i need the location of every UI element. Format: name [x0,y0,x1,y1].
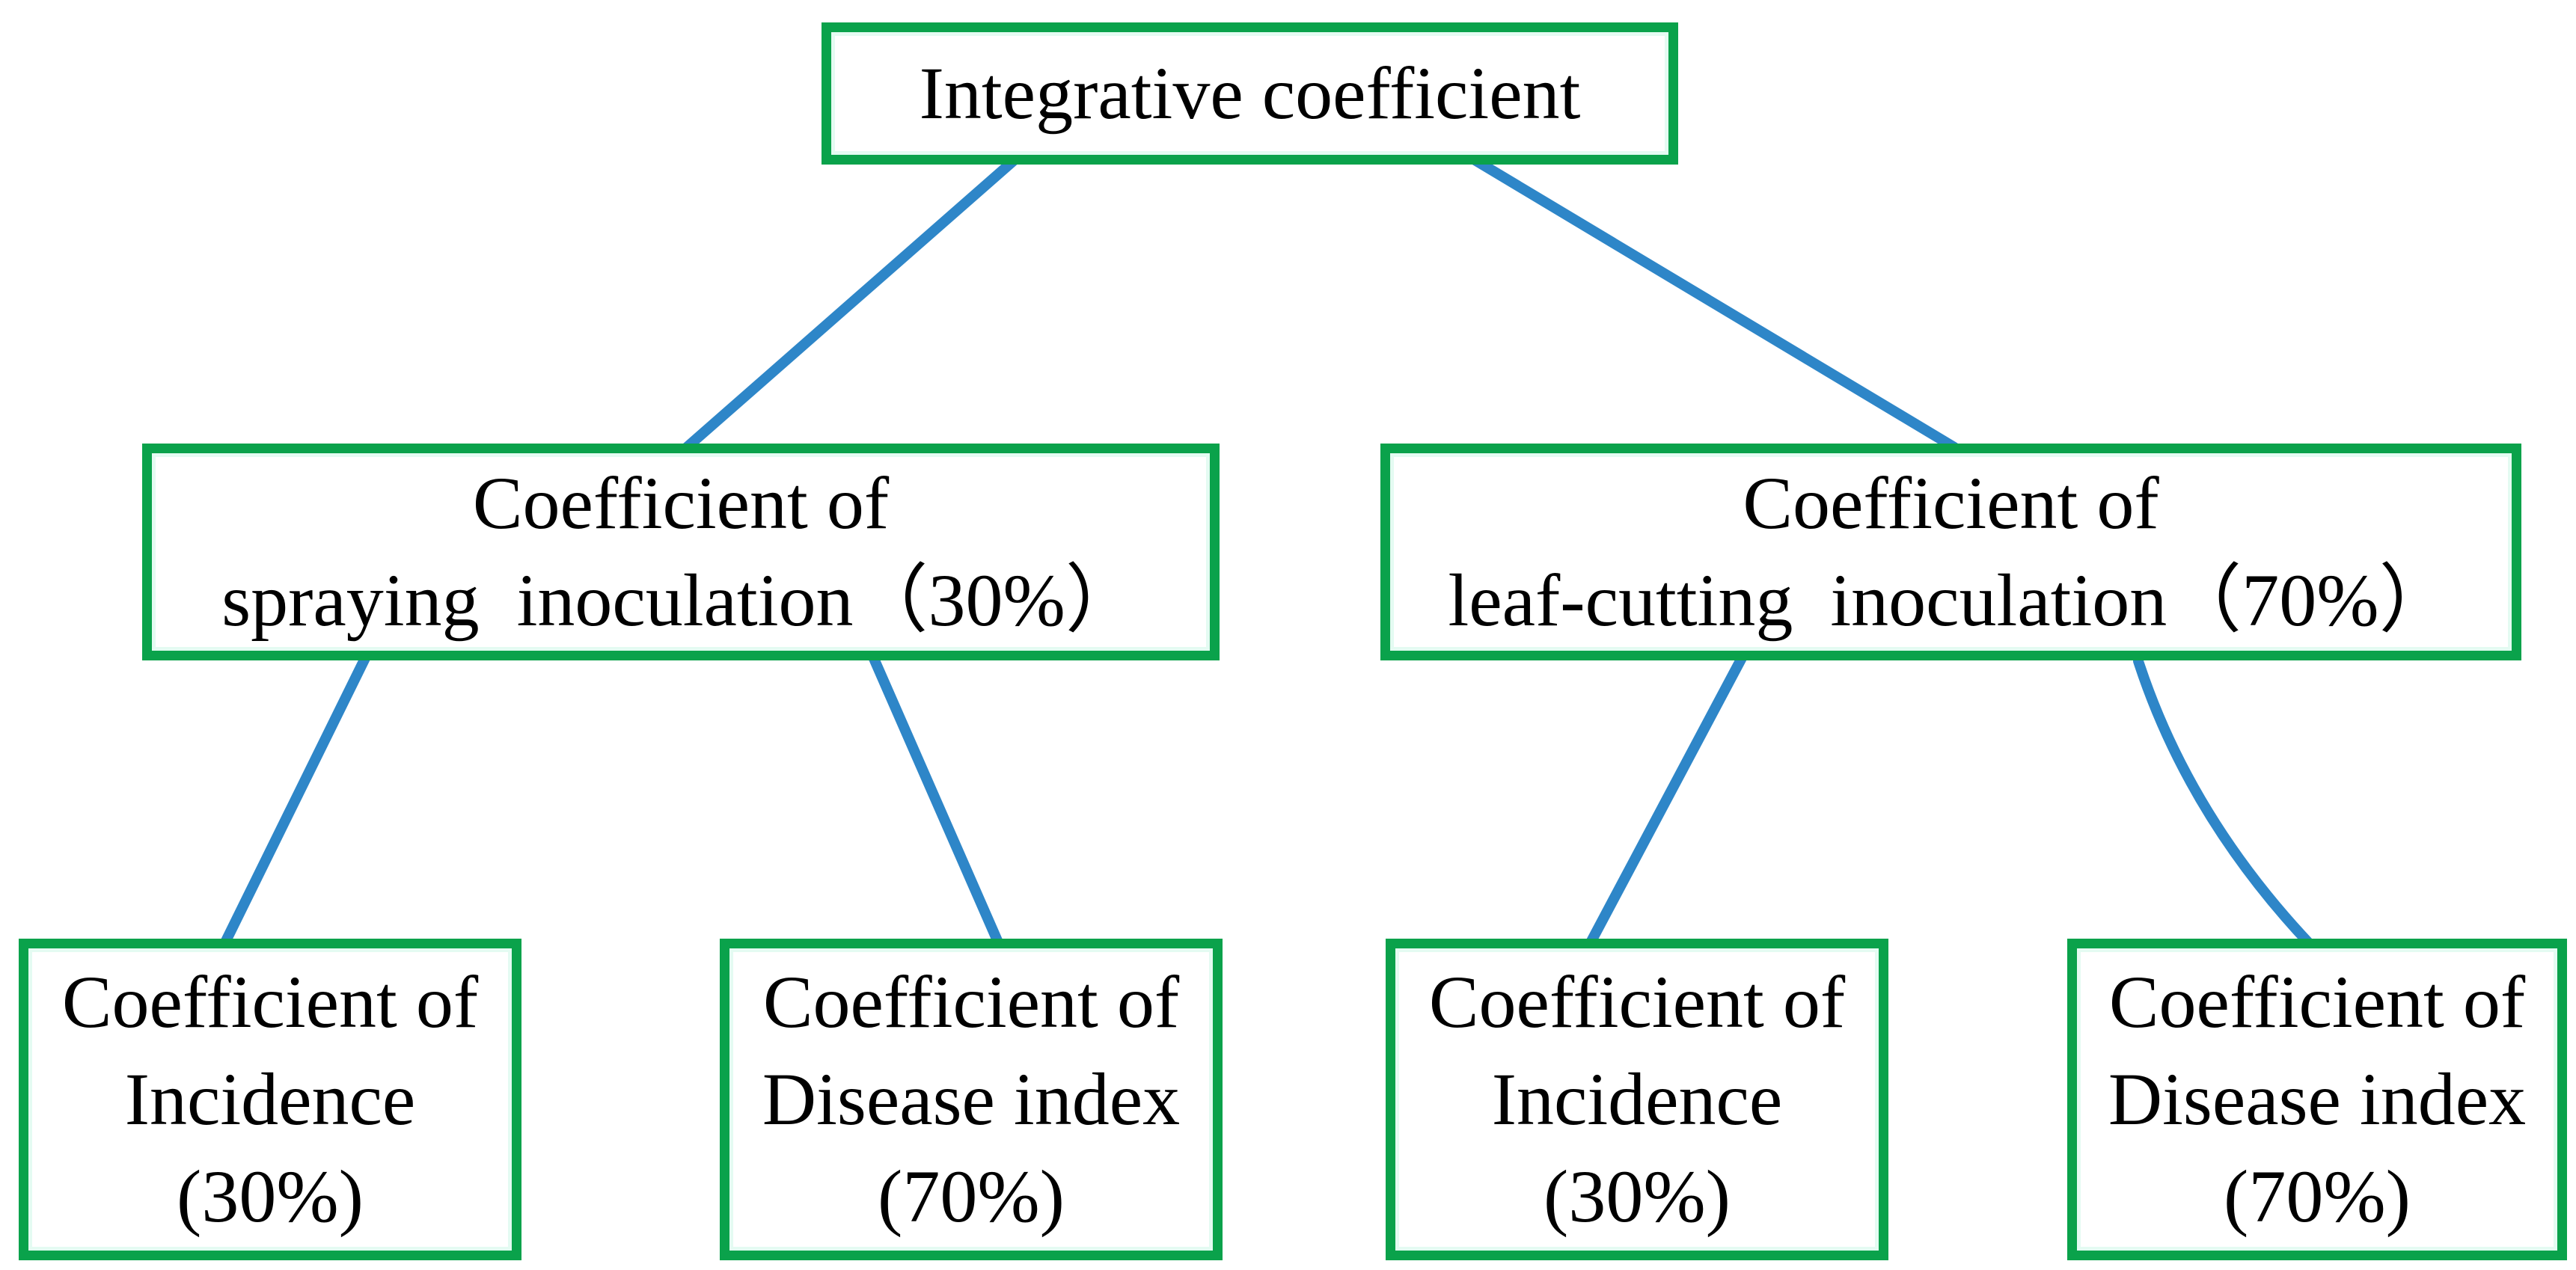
node-label: Integrative coefficient [919,52,1581,135]
connector-spraying-to-disease-index [867,650,1004,949]
node-label: Coefficient of [1428,960,1846,1043]
node-spraying-inoculation: Coefficient of spraying inoculation（30%） [142,444,1220,660]
connector-spraying-to-incidence [219,650,372,949]
node-spraying-incidence: Coefficient of Incidence (30%) [19,939,521,1260]
node-label: leaf-cutting inoculation（70%） [1448,559,2454,642]
connector-root-to-leaf-cutting [1467,153,1959,453]
node-leaf-cutting-incidence: Coefficient of Incidence (30%) [1386,939,1888,1260]
node-leaf-cutting-disease-index: Coefficient of Disease index (70%) [2067,939,2567,1260]
connector-root-to-spraying [682,153,1021,453]
node-integrative-coefficient: Integrative coefficient [822,22,1678,165]
node-leaf-cutting-inoculation: Coefficient of leaf-cutting inoculation（… [1380,444,2521,660]
node-label: Coefficient of [2108,960,2526,1043]
node-label: Coefficient of [1743,461,2159,544]
node-label: Incidence [124,1058,416,1141]
node-label: (30%) [1544,1155,1731,1238]
node-label: (70%) [2224,1155,2411,1238]
node-label: Coefficient of [61,960,479,1043]
node-label: Disease index [2108,1058,2527,1141]
node-spraying-disease-index: Coefficient of Disease index (70%) [720,939,1223,1260]
node-label: Coefficient of [762,960,1180,1043]
node-label: Incidence [1491,1058,1783,1141]
node-label: Coefficient of [472,461,890,544]
node-label: spraying inoculation（30%） [221,559,1140,642]
node-label: (70%) [878,1155,1065,1238]
node-label: (30%) [177,1155,364,1238]
node-label: Disease index [762,1058,1181,1141]
connector-leaf-cutting-to-disease-index [2133,656,2315,949]
connector-leaf-cutting-to-incidence [1585,650,1749,949]
